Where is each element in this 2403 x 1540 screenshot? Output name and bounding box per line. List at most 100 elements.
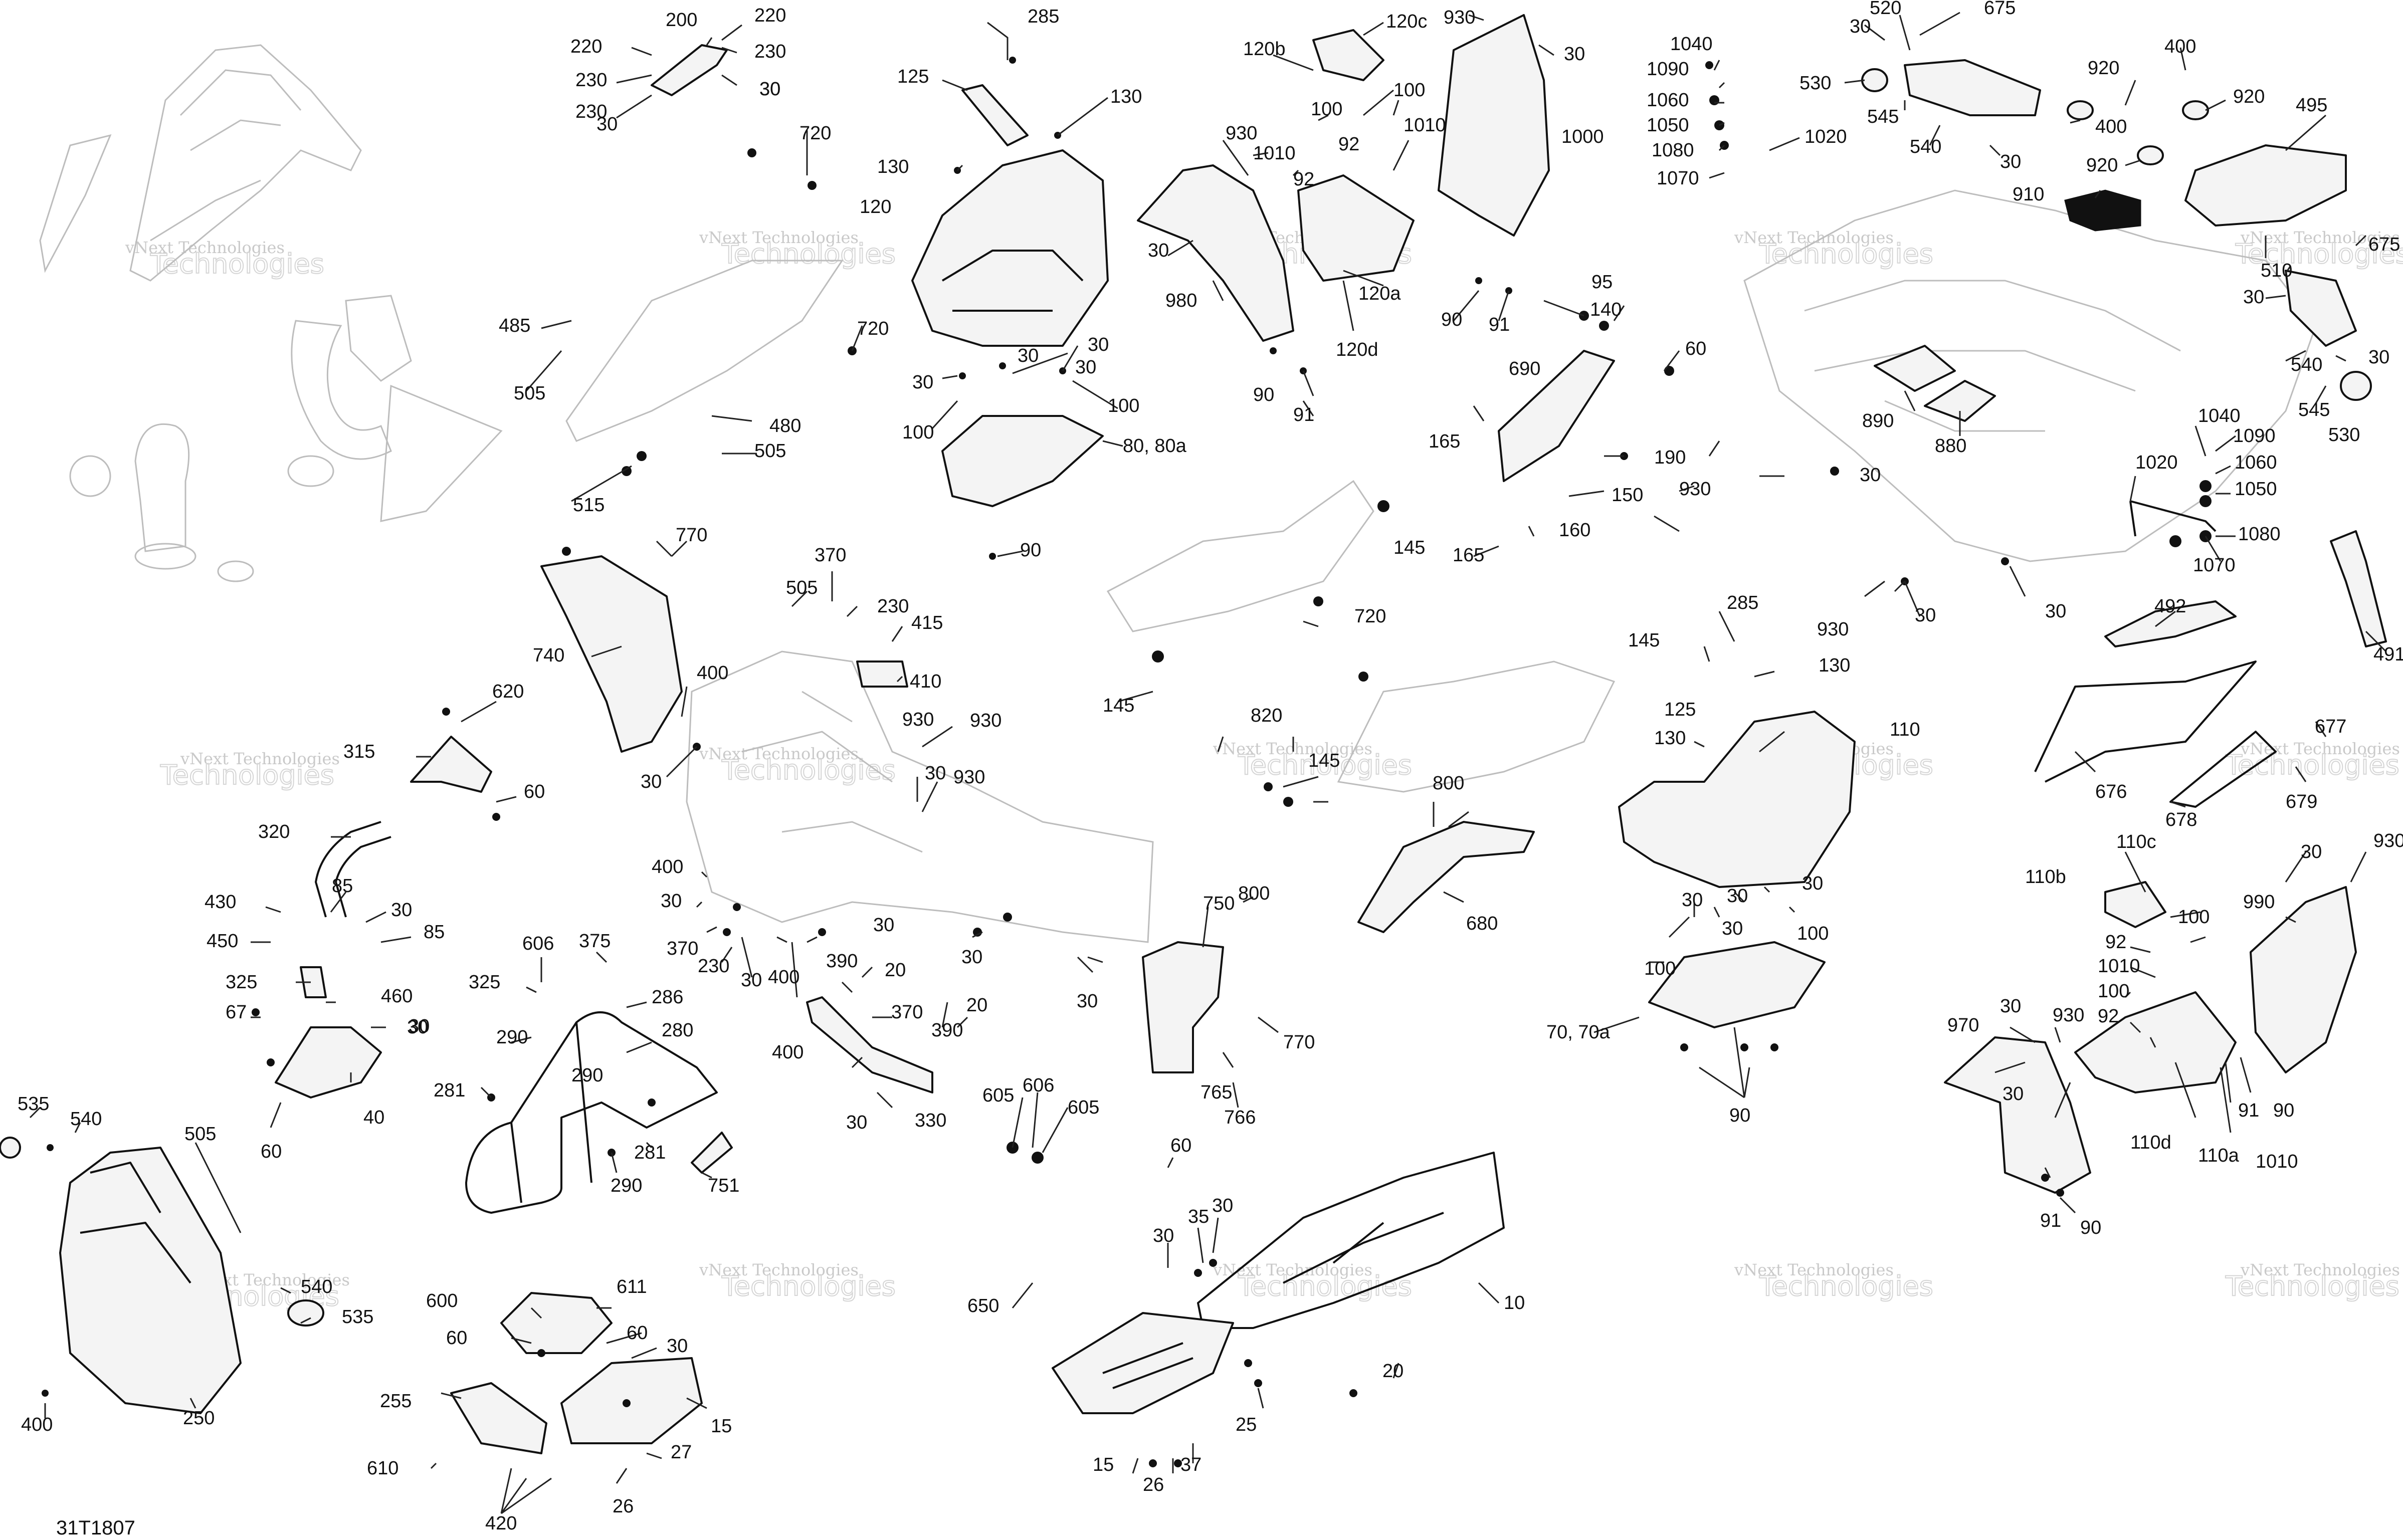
parts — [0, 14, 2387, 1454]
part-label: 30 — [1153, 1225, 1174, 1246]
part-label: 1010 — [2256, 1151, 2298, 1172]
bolt — [747, 148, 756, 157]
watermark: vNext Technologies — [699, 744, 859, 763]
part-label: 20 — [885, 960, 906, 981]
watermark-big: Technologies — [1238, 749, 1412, 781]
part-label: 1070 — [1657, 168, 1699, 189]
part-label: 230 — [698, 956, 729, 977]
part-label: 930 — [970, 710, 1002, 731]
part-label: 320 — [258, 821, 290, 842]
part-980-shield — [1137, 164, 1294, 342]
part-label: 110b — [2025, 866, 2066, 888]
part-label: 920 — [2233, 86, 2265, 107]
bolt — [1358, 672, 1368, 682]
part-label: 290 — [496, 1027, 528, 1048]
part-label: 535 — [18, 1093, 49, 1115]
part-676-panel — [2034, 661, 2257, 783]
part-250-fascia — [59, 1147, 242, 1414]
part-label: 30 — [1212, 1195, 1233, 1216]
part-label: 70, 70a — [1546, 1022, 1611, 1043]
watermark-big: Technologies — [2235, 238, 2403, 270]
part-label: 92 — [2098, 1006, 2119, 1027]
watermark-big: Technologies — [150, 248, 324, 280]
part-label: 100 — [1393, 80, 1425, 101]
part-label: 230 — [575, 101, 607, 122]
part-label: 920 — [2088, 58, 2119, 79]
part-label: 92 — [2105, 932, 2126, 953]
part-535-cap — [0, 1137, 21, 1159]
part-label: 165 — [1429, 431, 1460, 452]
part-label: 611 — [617, 1276, 647, 1297]
part-label: 930 — [2053, 1005, 2084, 1026]
part-label: 1040 — [2198, 405, 2241, 426]
bolt — [267, 1058, 275, 1066]
part-label: 30 — [2003, 1083, 2024, 1105]
part-label: 30 — [1860, 465, 1881, 486]
part-label: 750 — [1203, 893, 1235, 914]
part-label: 120c — [1386, 11, 1427, 32]
part-label: 285 — [1028, 6, 1059, 27]
watermark: vNext Technologies — [699, 228, 859, 247]
bolt — [973, 928, 982, 937]
part-label: 110 — [1890, 719, 1920, 740]
leader — [1709, 12, 2326, 198]
part-10-detail — [1283, 1212, 1444, 1284]
part-label: 30 — [741, 970, 762, 991]
part-label: 930 — [1817, 619, 1849, 640]
part-label: 30 — [661, 891, 682, 912]
part-320-tube — [315, 821, 391, 918]
part-label: 90 — [1253, 384, 1274, 405]
ghost-center-body-detail — [741, 691, 923, 853]
part-label: 140 — [1590, 299, 1622, 320]
part-255-plate — [450, 1382, 547, 1454]
part-label: 505 — [514, 383, 545, 404]
part-label: 15 — [1093, 1454, 1114, 1475]
part-label: 540 — [2291, 354, 2322, 375]
bolt — [1740, 1043, 1748, 1051]
part-920-grommet — [2067, 100, 2094, 120]
leader — [1167, 14, 1554, 416]
part-label: 1050 — [2235, 479, 2277, 500]
bolt — [42, 1390, 49, 1397]
part-535-cap-right — [287, 1299, 324, 1327]
part-330-rail — [806, 996, 933, 1093]
part-label: 90 — [2273, 1100, 2294, 1121]
part-label: 60 — [1170, 1135, 1191, 1156]
part-label: 130 — [877, 156, 909, 177]
bolt — [492, 813, 500, 821]
part-label: 130 — [1110, 86, 1142, 107]
part-label: 820 — [1251, 705, 1282, 726]
bolt — [808, 181, 817, 190]
leader — [1593, 886, 1795, 1098]
part-label: 530 — [2328, 424, 2360, 446]
bolt — [47, 1144, 54, 1151]
bolt — [999, 362, 1006, 369]
part-label: 90 — [1441, 309, 1462, 330]
part-label: 990 — [2243, 892, 2275, 913]
part-label: 800 — [1238, 883, 1270, 904]
part-label: 535 — [342, 1306, 373, 1328]
leader — [1202, 907, 1279, 1108]
bolt — [562, 547, 571, 556]
part-label: 281 — [434, 1080, 465, 1101]
part-label: 165 — [1453, 545, 1484, 566]
ghost-center-body — [686, 650, 1154, 943]
bolt — [2001, 557, 2009, 565]
part-label: 1040 — [1670, 34, 1713, 55]
part-label: 91 — [1293, 404, 1314, 425]
part-label: 30 — [641, 771, 662, 792]
part-740-shield — [540, 555, 683, 753]
part-label: 91 — [1489, 314, 1510, 335]
part-label: 30 — [1727, 886, 1748, 907]
watermark-big: Technologies — [1238, 1270, 1412, 1302]
part-680-panel — [1357, 821, 1535, 933]
leader — [1994, 851, 2367, 1214]
part-label: 751 — [708, 1175, 739, 1196]
leader — [806, 22, 1108, 175]
part-250-headlight — [80, 1162, 191, 1284]
part-970-panel — [1944, 1036, 2091, 1194]
part-label: 40 — [363, 1107, 384, 1128]
part-label: 1090 — [1647, 59, 1689, 80]
part-label: 91 — [2238, 1100, 2259, 1121]
